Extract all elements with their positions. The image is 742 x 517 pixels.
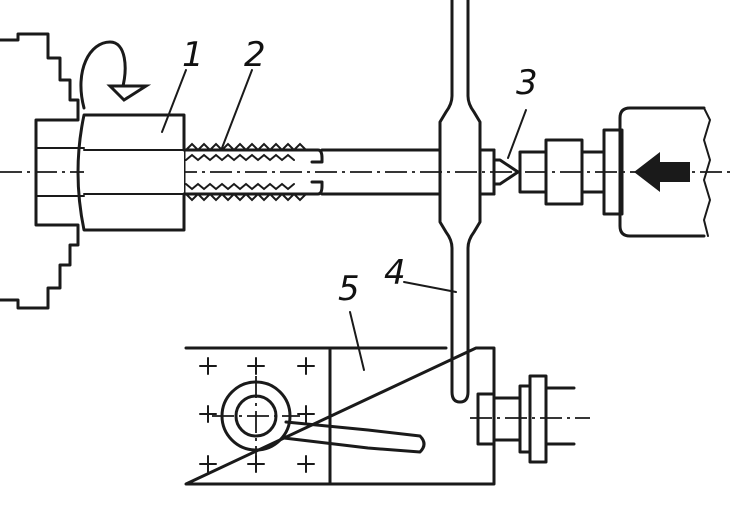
leader-5 xyxy=(349,311,365,371)
tap xyxy=(182,142,442,202)
label-1: 1 xyxy=(182,35,204,75)
label-3: 3 xyxy=(516,63,538,103)
driver-lever xyxy=(438,0,496,404)
lathe-chuck xyxy=(0,32,80,310)
leader-3 xyxy=(507,109,527,159)
workpiece-bore xyxy=(84,150,184,194)
leader-1 xyxy=(161,69,187,133)
curved-rotation-arrow-icon xyxy=(79,40,127,110)
feed-arrow-icon xyxy=(634,152,690,192)
lever-holder xyxy=(184,346,590,486)
label-4: 4 xyxy=(384,253,406,293)
label-5: 5 xyxy=(338,269,360,309)
tailstock-center-tip xyxy=(492,158,520,186)
leader-4 xyxy=(403,281,457,293)
tailstock xyxy=(518,106,712,238)
leader-2 xyxy=(221,69,253,149)
label-2: 2 xyxy=(244,35,266,75)
plus-mark-icon xyxy=(199,357,315,473)
workpiece xyxy=(76,113,186,232)
rotation-arrow-head xyxy=(106,84,152,102)
clamp-knob xyxy=(212,376,426,456)
